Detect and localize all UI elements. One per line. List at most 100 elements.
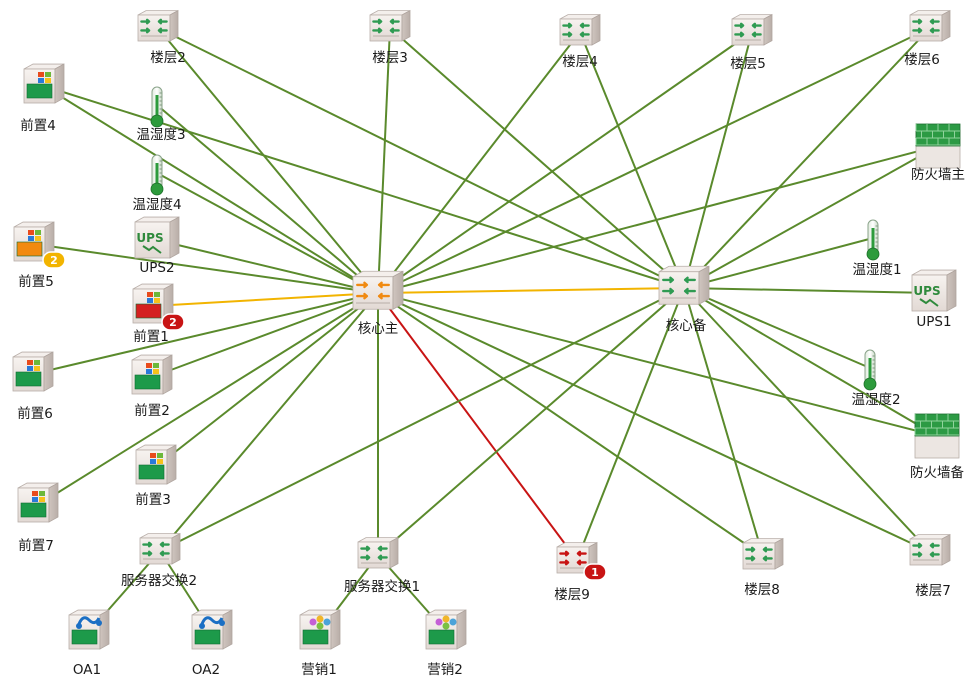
node-label: 前置2 — [134, 402, 170, 419]
node-label: 温湿度4 — [132, 197, 181, 213]
node-label: 温湿度3 — [136, 127, 185, 143]
node-label: UPS1 — [916, 314, 951, 330]
link-core_main-floor6[interactable] — [378, 28, 930, 293]
node-front2[interactable]: 前置2 — [132, 355, 172, 419]
link-core_main-front4[interactable] — [44, 86, 378, 293]
node-srv_sw2[interactable]: 服务器交换2 — [121, 534, 197, 589]
server-windows-icon — [136, 445, 176, 484]
link-core_main-srv_sw2[interactable] — [160, 293, 378, 551]
node-label: 服务器交换2 — [121, 572, 197, 589]
link-core_main-floor2[interactable] — [158, 28, 378, 293]
link-core_main-front7[interactable] — [38, 293, 378, 505]
server-windows-icon — [18, 483, 58, 522]
link-core_main-th3[interactable] — [157, 105, 378, 293]
svg-text:UPS: UPS — [913, 284, 940, 298]
node-th3[interactable]: 温湿度3 — [136, 87, 185, 143]
node-label: 防火墙备 — [910, 464, 964, 481]
node-fw_backup[interactable]: 防火墙备 — [910, 414, 964, 481]
node-floor5[interactable]: 楼层5 — [730, 15, 772, 72]
switch-icon — [140, 534, 180, 564]
node-label: 楼层6 — [904, 52, 940, 68]
switch-icon — [910, 535, 950, 565]
node-floor4[interactable]: 楼层4 — [560, 15, 600, 70]
link-core_main-core_backup[interactable] — [378, 288, 684, 293]
link-core_backup-floor4[interactable] — [580, 32, 684, 288]
node-floor3[interactable]: 楼层3 — [370, 11, 410, 66]
node-label: 楼层7 — [915, 583, 951, 599]
thermometer-icon — [867, 220, 879, 260]
node-fw_main[interactable]: 防火墙主 — [911, 124, 965, 183]
node-label: 前置6 — [17, 405, 53, 422]
thermometer-icon — [151, 87, 163, 127]
node-core_main[interactable]: 核心主 — [353, 271, 403, 337]
svg-text:2: 2 — [169, 316, 177, 329]
node-label: 前置3 — [135, 491, 171, 508]
node-label: OA2 — [192, 662, 220, 678]
node-floor8[interactable]: 楼层8 — [743, 539, 783, 598]
node-label: 温湿度1 — [852, 262, 901, 278]
node-sales2[interactable]: 营销2 — [426, 610, 466, 678]
link-core_main-fw_backup[interactable] — [378, 293, 937, 436]
ups-icon: UPS — [135, 217, 179, 258]
link-core_main-front1[interactable] — [153, 293, 378, 306]
switch-icon — [138, 11, 178, 41]
core-switch-icon — [353, 271, 403, 309]
link-core_main-th4[interactable] — [157, 173, 378, 293]
firewall-icon — [915, 414, 959, 458]
node-label: 楼层8 — [744, 582, 780, 598]
node-oa1[interactable]: OA1 — [69, 610, 109, 678]
node-core_backup[interactable]: 核心备 — [659, 266, 709, 334]
link-core_main-floor7[interactable] — [378, 293, 930, 552]
node-label: 温湿度2 — [851, 392, 900, 408]
firewall-icon — [916, 124, 960, 168]
node-floor7[interactable]: 楼层7 — [910, 535, 951, 599]
node-th2[interactable]: 温湿度2 — [851, 350, 900, 408]
server-windows-icon — [24, 64, 64, 103]
svg-text:1: 1 — [591, 566, 599, 579]
switch-icon — [358, 538, 398, 568]
link-core_backup-th1[interactable] — [684, 238, 873, 288]
node-front3[interactable]: 前置3 — [135, 445, 176, 508]
node-label: 前置7 — [18, 537, 54, 554]
link-core_backup-srv_sw2[interactable] — [160, 288, 684, 551]
switch-icon — [743, 539, 783, 569]
link-core_backup-srv_sw1[interactable] — [378, 288, 684, 555]
switch-large-icon — [659, 266, 709, 304]
alarm-badge: 2 — [162, 314, 184, 330]
server-app-icon — [192, 610, 232, 649]
node-srv_sw1[interactable]: 服务器交换1 — [344, 538, 420, 595]
node-sales1[interactable]: 营销1 — [300, 610, 340, 678]
link-core_main-floor5[interactable] — [378, 32, 752, 293]
alarm-badge: 1 — [584, 564, 606, 580]
node-ups2[interactable]: UPS UPS2 — [135, 217, 179, 276]
server-app-icon — [69, 610, 109, 649]
node-label: 楼层9 — [554, 587, 590, 603]
node-oa2[interactable]: OA2 — [192, 610, 232, 678]
node-label: 前置1 — [133, 328, 169, 345]
node-front4[interactable]: 前置4 — [20, 64, 64, 134]
link-core_backup-floor7[interactable] — [684, 288, 930, 552]
link-core_main-floor4[interactable] — [378, 32, 580, 293]
link-core_backup-floor2[interactable] — [158, 28, 684, 288]
node-label: 楼层2 — [150, 50, 186, 66]
node-th1[interactable]: 温湿度1 — [852, 220, 901, 278]
node-front6[interactable]: 前置6 — [13, 352, 53, 422]
server-db-icon — [300, 610, 340, 649]
node-ups1[interactable]: UPS UPS1 — [912, 270, 956, 330]
link-core_backup-th2[interactable] — [684, 288, 870, 368]
node-label: UPS2 — [139, 260, 174, 276]
link-core_backup-floor3[interactable] — [390, 28, 684, 288]
node-floor6[interactable]: 楼层6 — [904, 11, 950, 68]
server-windows-icon — [132, 355, 172, 394]
switch-icon — [370, 11, 410, 41]
node-front7[interactable]: 前置7 — [18, 483, 58, 554]
alarm-badge: 2 — [43, 252, 65, 268]
node-th4[interactable]: 温湿度4 — [132, 155, 181, 213]
link-core_main-floor3[interactable] — [378, 28, 390, 293]
svg-text:UPS: UPS — [136, 231, 163, 245]
link-core_backup-ups1[interactable] — [684, 288, 934, 293]
